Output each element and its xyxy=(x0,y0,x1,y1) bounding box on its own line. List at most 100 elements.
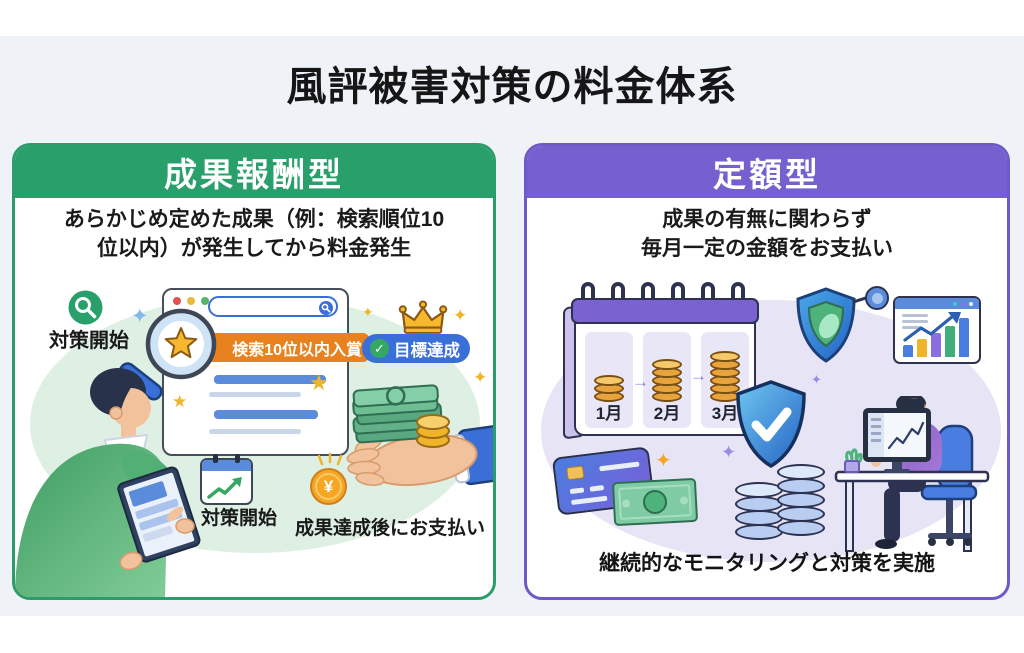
blue-coin xyxy=(735,496,783,512)
calendar-pin xyxy=(213,454,218,463)
chart-bar xyxy=(959,318,969,357)
calendar-pin xyxy=(235,454,240,463)
green-dot-icon xyxy=(201,297,209,305)
panel-performance-header: 成果報酬型 xyxy=(15,146,493,198)
purple-dot-icon xyxy=(961,301,965,306)
card-line xyxy=(599,461,640,471)
gold-coin-icon xyxy=(594,375,624,386)
blue-coin xyxy=(777,520,825,536)
panel-flat-fee-description: 成果の有無に関わらず 毎月一定の金額をお支払い xyxy=(527,206,1007,264)
flat-fee-illustration: 1月 2月 xyxy=(527,146,1007,597)
protection-shield-icon xyxy=(793,286,859,364)
gold-coin-icon xyxy=(710,351,740,362)
check-shield-icon xyxy=(733,379,809,469)
spiral-ring-icon xyxy=(641,282,655,306)
blue-coin xyxy=(777,506,825,522)
money-hand-icon xyxy=(333,384,493,508)
chart-bar xyxy=(945,326,955,357)
calendar-start-label: 対策開始 xyxy=(200,508,277,529)
spiral-ring-icon xyxy=(671,282,685,306)
card-line xyxy=(571,495,608,505)
spiral-ring-icon xyxy=(611,282,625,306)
blue-coin xyxy=(735,524,783,540)
ranking-banner-label: 検索10位以内入賞 xyxy=(232,341,362,359)
growth-arrow-icon xyxy=(903,312,961,342)
star-icon xyxy=(309,370,329,396)
card-line xyxy=(569,487,585,494)
performance-illustration: 検索10位以内入賞 対策開始 xyxy=(15,146,493,597)
check-icon: ✓ xyxy=(370,339,389,358)
goal-achieved-label: 目標達成 xyxy=(394,341,460,360)
text-line xyxy=(902,326,921,329)
sparkle-icon xyxy=(811,372,822,388)
chart-bar xyxy=(917,339,927,357)
search-start-icon xyxy=(68,290,103,325)
monitoring-desk-scene xyxy=(826,393,1002,558)
description-line: 成果の有無に関わらず xyxy=(662,208,872,231)
text-line xyxy=(902,314,928,317)
flat-fee-footer: 継続的なモニタリングと対策を実施 xyxy=(599,552,935,575)
arrow-icon: → xyxy=(690,366,707,385)
month-label: 3月 xyxy=(711,404,739,423)
yellow-dot-icon xyxy=(187,297,195,305)
red-dot-icon xyxy=(173,297,181,305)
blue-coin xyxy=(735,510,783,526)
blue-coin xyxy=(777,492,825,508)
yen-symbol: ¥ xyxy=(315,473,342,500)
panel-performance-description: あらかじめ定めた成果（例：検索順位10 位以内）が発生してから料金発生 xyxy=(15,206,493,264)
chart-bar xyxy=(903,345,913,357)
coin-badge-icon xyxy=(865,286,889,310)
yen-coin-icon: ¥ xyxy=(310,468,347,505)
search-result-bar xyxy=(214,410,318,419)
search-result-bar xyxy=(214,375,326,384)
teal-dot-icon xyxy=(953,301,957,306)
analytics-window xyxy=(893,296,981,364)
shine-ticks-icon xyxy=(318,452,342,466)
month-label: 1月 xyxy=(595,404,623,423)
card-chip xyxy=(566,465,585,481)
panel-flat-fee-header: 定額型 xyxy=(527,146,1007,198)
description-line: 毎月一定の金額をお支払い xyxy=(641,236,893,260)
white-dot-icon xyxy=(969,301,973,306)
description-line: あらかじめ定めた成果（例：検索順位10 xyxy=(63,208,445,231)
chart-bar xyxy=(931,333,941,357)
month-column: 2月 xyxy=(643,332,691,428)
month-column: 1月 xyxy=(585,332,633,428)
panel-flat-fee: 1月 2月 xyxy=(524,143,1010,600)
trend-arrow-icon xyxy=(207,477,242,499)
sparkle-icon xyxy=(362,304,374,321)
ranking-banner: 検索10位以内入賞 xyxy=(205,333,369,362)
gold-coin-icon xyxy=(652,359,682,370)
month-column: 3月 xyxy=(701,332,749,428)
month-label: 2月 xyxy=(653,404,681,423)
window-titlebar xyxy=(895,298,979,309)
blue-coin xyxy=(777,478,825,494)
calendar-trend-icon xyxy=(200,454,253,505)
payment-label: 成果達成後にお支払い xyxy=(295,518,486,539)
page-title: 風評被害対策の料金体系 xyxy=(286,65,738,109)
browser-search-bar xyxy=(208,296,338,317)
calendar-header xyxy=(202,460,251,471)
description-line: 位以内）が発生してから料金発生 xyxy=(96,236,412,260)
goal-achieved-badge: ✓ 目標達成 xyxy=(362,334,470,363)
search-result-line xyxy=(209,392,301,397)
calendar-binding xyxy=(571,298,759,324)
blue-coin xyxy=(777,464,825,480)
blue-coin xyxy=(735,482,783,498)
window-dots xyxy=(173,297,209,305)
spiral-ring-icon xyxy=(701,282,715,306)
search-result-line xyxy=(209,429,301,434)
crown-icon xyxy=(398,299,448,337)
banknote-icon xyxy=(611,477,699,527)
sparkle-icon xyxy=(453,306,467,326)
calendar-body: 1月 2月 xyxy=(574,322,756,436)
spiral-ring-icon xyxy=(581,282,595,306)
search-icon xyxy=(319,300,333,315)
coin-stack-icon xyxy=(777,464,825,554)
panel-performance-fee: 検索10位以内入賞 対策開始 xyxy=(12,143,496,600)
sparkle-icon xyxy=(655,448,672,473)
coin-stack-icon xyxy=(735,482,783,552)
spiral-ring-icon xyxy=(731,282,745,306)
panel-flat-fee-title: 定額型 xyxy=(713,156,821,193)
